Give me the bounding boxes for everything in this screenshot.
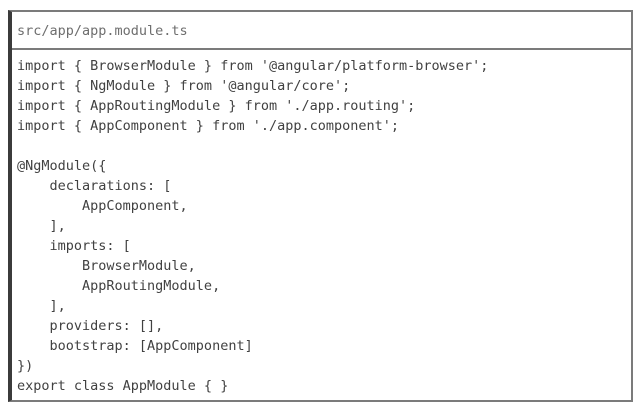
code-line: }) — [17, 358, 34, 374]
code-line: imports: [ — [17, 238, 131, 254]
code-line: import { NgModule } from '@angular/core'… — [17, 78, 351, 94]
code-line — [17, 136, 621, 156]
code-line: import { AppComponent } from './app.comp… — [17, 118, 400, 134]
code-line: BrowserModule, — [17, 258, 196, 274]
code-snippet-box: src/app/app.module.ts import { BrowserMo… — [8, 10, 633, 402]
code-line: ], — [17, 218, 66, 234]
code-body: import { BrowserModule } from '@angular/… — [12, 50, 631, 400]
code-line: bootstrap: [AppComponent] — [17, 338, 253, 354]
code-line: AppRoutingModule, — [17, 278, 221, 294]
code-line: ], — [17, 298, 66, 314]
code-line: import { AppRoutingModule } from './app.… — [17, 98, 416, 114]
code-line: declarations: [ — [17, 178, 172, 194]
code-line: AppComponent, — [17, 198, 188, 214]
code-line: import { BrowserModule } from '@angular/… — [17, 58, 489, 74]
code-line: providers: [], — [17, 318, 164, 334]
file-path-header: src/app/app.module.ts — [12, 12, 631, 50]
code-line: @NgModule({ — [17, 158, 107, 174]
code-line: export class AppModule { } — [17, 378, 229, 394]
